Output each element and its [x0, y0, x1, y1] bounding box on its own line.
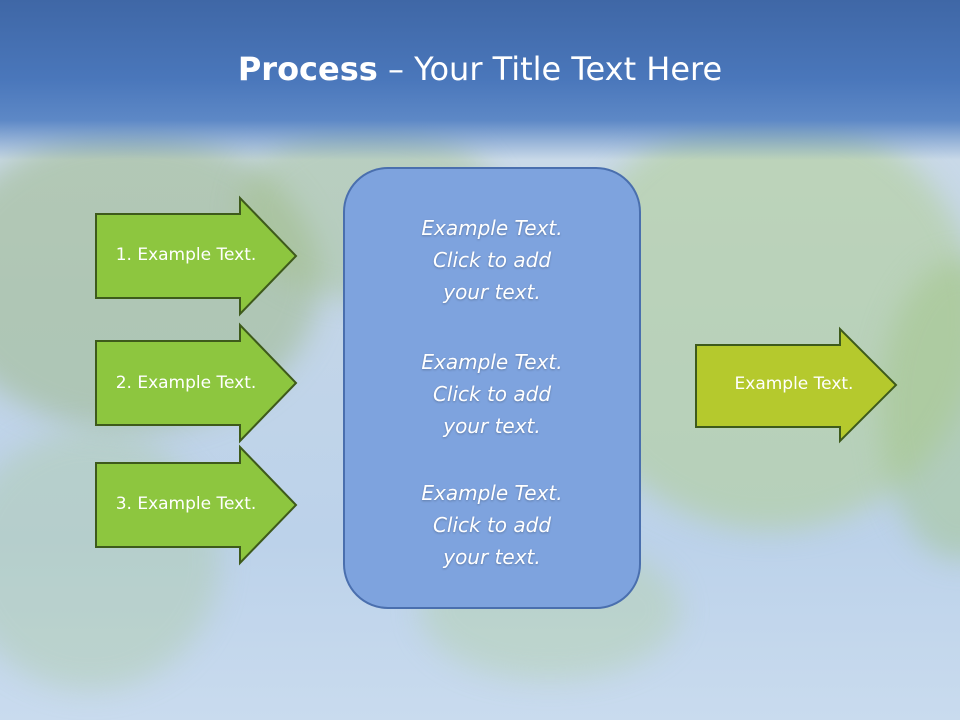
output-arrow-label: Example Text. — [734, 374, 854, 394]
output-arrow[interactable] — [695, 326, 898, 444]
center-text-line: your text. — [443, 545, 541, 569]
title-band — [0, 0, 960, 160]
input-arrow-1-label: 1. Example Text. — [115, 245, 257, 265]
center-text-block-1: Example Text. Click to add your text. — [352, 212, 632, 308]
input-arrow-2[interactable] — [95, 322, 298, 444]
center-text-line: Example Text. — [421, 216, 563, 240]
input-arrow-1[interactable] — [95, 195, 298, 317]
center-box[interactable] — [343, 167, 641, 609]
center-text-line: your text. — [443, 414, 541, 438]
center-text-block-3: Example Text. Click to add your text. — [352, 477, 632, 573]
input-arrow-3[interactable] — [95, 444, 298, 566]
center-text-line: Click to add — [432, 248, 552, 272]
title-bold: Process — [237, 50, 378, 88]
center-text-block-2: Example Text. Click to add your text. — [352, 346, 632, 442]
center-text-line: Click to add — [432, 513, 552, 537]
slide-title[interactable]: Process – Your Title Text Here — [0, 50, 960, 88]
input-arrow-2-label: 2. Example Text. — [115, 373, 257, 393]
center-text-line: Click to add — [432, 382, 552, 406]
center-text-line: Example Text. — [421, 481, 563, 505]
input-arrow-3-label: 3. Example Text. — [115, 494, 257, 514]
title-separator: – — [377, 50, 415, 88]
title-rest: Your Title Text Here — [414, 50, 723, 88]
center-text-line: your text. — [443, 280, 541, 304]
center-text-line: Example Text. — [421, 350, 563, 374]
